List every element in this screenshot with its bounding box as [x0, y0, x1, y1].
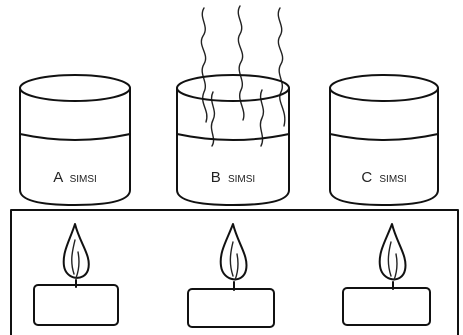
jar-a-letter: A	[53, 169, 63, 186]
jar-b: B SIMSI	[176, 74, 290, 206]
stove-box	[10, 209, 459, 335]
jar-a: A SIMSI	[19, 74, 131, 206]
candle-2	[187, 223, 275, 328]
candle-1	[33, 223, 119, 326]
jar-b-label: B SIMSI	[211, 169, 255, 186]
jar-b-word: SIMSI	[228, 174, 255, 185]
flame-2-icon	[219, 223, 248, 291]
flame-3-icon	[378, 223, 407, 290]
jar-a-word: SIMSI	[70, 174, 97, 185]
jar-c-label: C SIMSI	[361, 169, 406, 186]
jar-c-letter: C	[361, 169, 372, 186]
jar-c: C SIMSI	[329, 74, 439, 206]
flame-1-icon	[62, 223, 90, 288]
jar-a-label: A SIMSI	[53, 169, 97, 186]
candle-3	[342, 223, 431, 326]
jar-b-letter: B	[211, 169, 221, 186]
jar-c-word: SIMSI	[379, 174, 406, 185]
